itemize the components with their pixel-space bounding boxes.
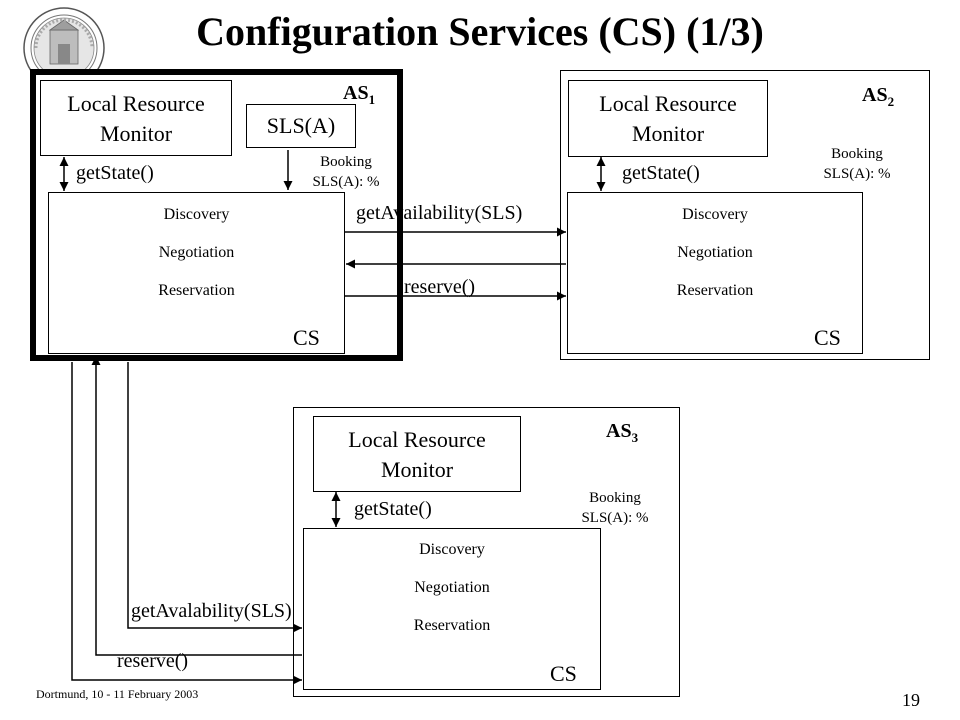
as1-getstate-label: getState() xyxy=(76,162,154,184)
as1-cs-tag: CS xyxy=(293,325,320,350)
as3-cs-tag: CS xyxy=(550,661,577,686)
page-number: 19 xyxy=(902,690,920,710)
as3-getstate-label: getState() xyxy=(354,498,432,520)
as3-label: AS3 xyxy=(606,420,639,445)
as1-sls-box: SLS(A) xyxy=(246,104,356,148)
get-availability-bottom-arrow xyxy=(127,362,302,633)
as1-label: AS1 xyxy=(343,82,376,107)
reserve-bottom-arrow xyxy=(71,362,302,685)
footer-text: Dortmund, 10 - 11 February 2003 xyxy=(36,687,199,701)
reserve-top-label: reserve() xyxy=(404,276,476,298)
university-seal-logo xyxy=(23,7,105,89)
as2-cs-tag: CS xyxy=(814,325,841,350)
slide-title: Configuration Services (CS) (1/3) xyxy=(196,9,764,54)
as2-getstate-label: getState() xyxy=(622,162,700,184)
get-availability-bottom-label: getAvalability(SLS) xyxy=(131,600,292,622)
as2-label: AS2 xyxy=(862,84,895,109)
response-bottom-arrow xyxy=(91,356,302,656)
get-availability-top-label: getAvailability(SLS) xyxy=(356,202,523,224)
